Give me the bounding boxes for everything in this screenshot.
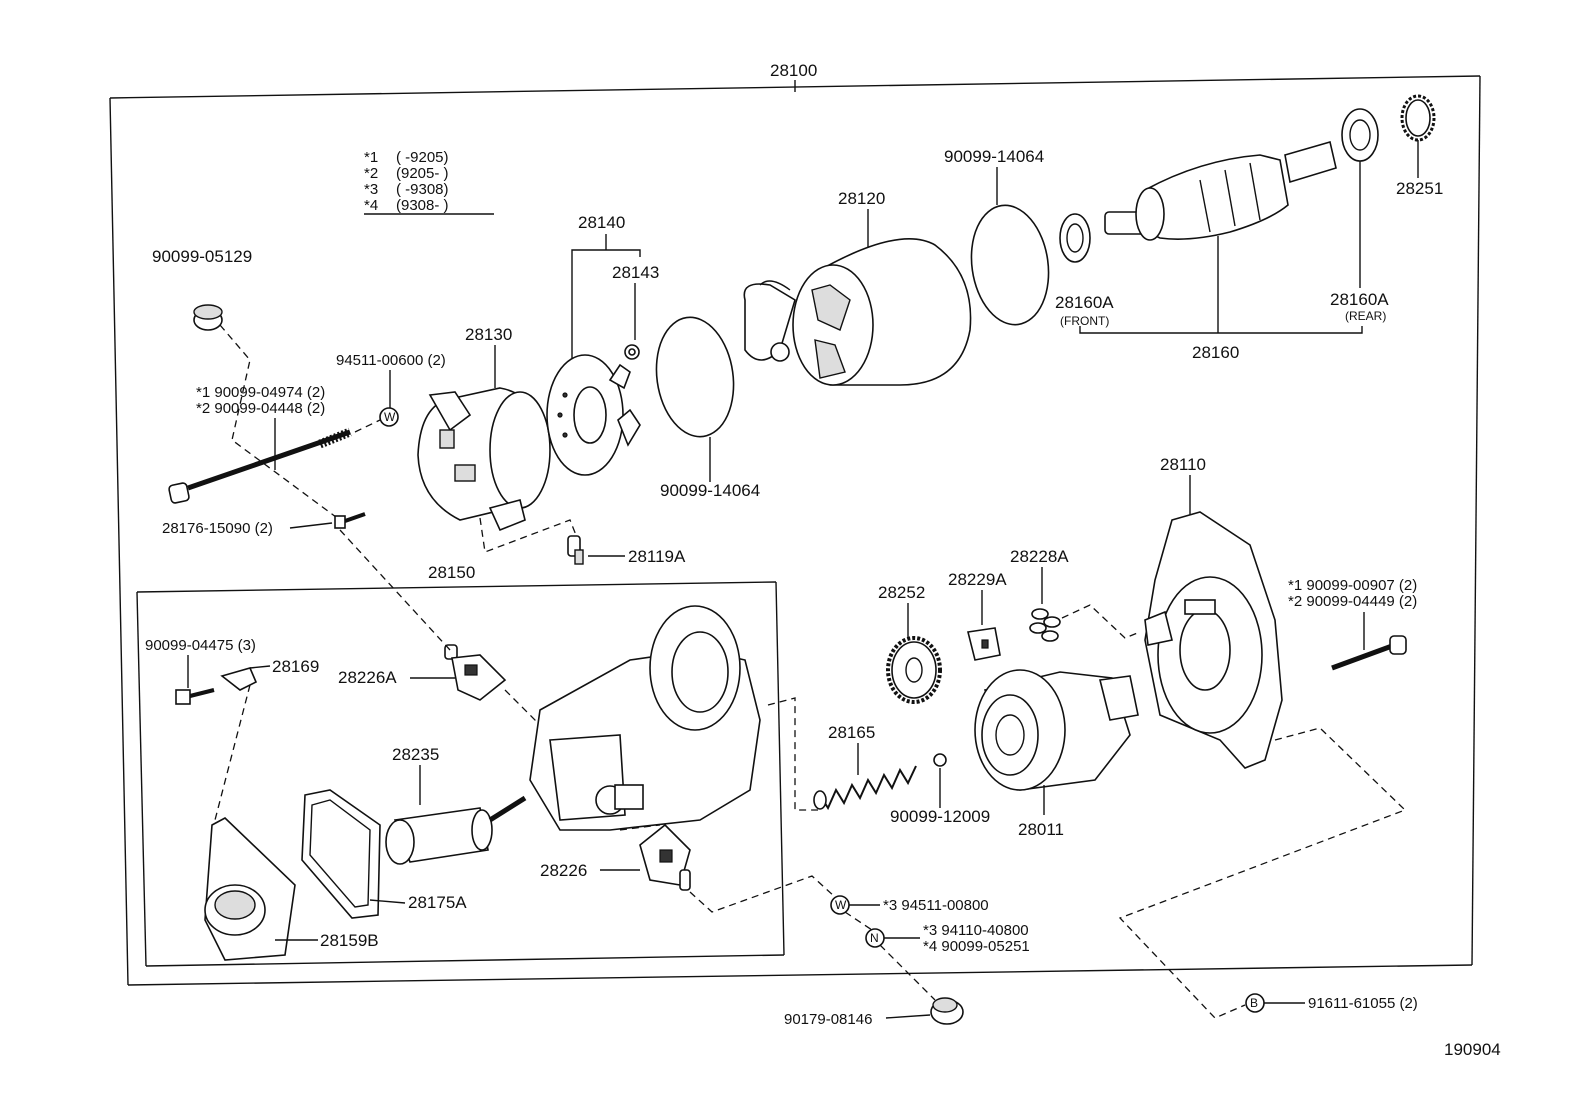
yoke-field-coil-part	[743, 238, 972, 386]
label-28160A-front: 28160A	[1055, 293, 1114, 312]
brush-spring-part	[624, 344, 640, 360]
rubber-cap-part	[193, 304, 223, 331]
magnetic-switch-housing-part	[529, 605, 761, 831]
o-ring-front-part	[655, 316, 735, 438]
brush-spring-pin-part	[567, 535, 584, 565]
screw-28176-part	[334, 512, 366, 529]
idler-gear-28252-part	[886, 636, 942, 704]
label-28150: 28150	[428, 563, 475, 582]
washer-w-lower: W	[830, 895, 850, 915]
label-rear-note: (REAR)	[1345, 309, 1386, 323]
label-28176-15090: 28176-15090 (2)	[162, 520, 273, 537]
label-28169: 28169	[272, 657, 319, 676]
label-28011: 28011	[1018, 820, 1064, 839]
label-90099-14064-lower: 90099-14064	[660, 481, 760, 500]
gear-28251-part	[1400, 94, 1436, 142]
legend-text-1: ( -9205)	[396, 149, 449, 166]
label-28228A: 28228A	[1010, 547, 1069, 566]
bolt-90099-00907-part	[1331, 635, 1407, 671]
label-28143: 28143	[612, 263, 659, 282]
svg-text:B: B	[1250, 996, 1258, 1010]
label-28251: 28251	[1396, 179, 1443, 198]
label-90099-05251: *4 90099-05251	[923, 938, 1030, 955]
label-28175A: 28175A	[408, 893, 467, 912]
legend-text-2: (9205- )	[396, 165, 449, 182]
label-28160: 28160	[1192, 343, 1239, 362]
legend-mark-4: *4	[364, 197, 378, 214]
label-90099-14064-upper: 90099-14064	[944, 147, 1044, 166]
label-91611-61055: 91611-61055 (2)	[1308, 995, 1418, 1012]
svg-text:W: W	[384, 410, 396, 424]
label-90099-04475: 90099-04475 (3)	[145, 637, 256, 654]
label-90099-04974: *1 90099-04974 (2)	[196, 384, 325, 401]
label-28235: 28235	[392, 745, 439, 764]
label-90179-08146: 90179-08146	[784, 1011, 872, 1028]
label-28226A: 28226A	[338, 668, 397, 687]
armature-part	[1104, 140, 1337, 241]
contact-plate-28226A-part	[444, 644, 507, 701]
steel-ball-part	[933, 753, 947, 767]
label-28120: 28120	[838, 189, 885, 208]
spring-28165-part	[813, 765, 917, 811]
legend-mark-2: *2	[364, 165, 378, 182]
starter-clutch-28011-part	[974, 669, 1139, 791]
gasket-28175A-part	[301, 789, 381, 919]
o-ring-rear-part	[970, 204, 1050, 326]
contact-plate-28226-part	[639, 823, 691, 891]
commutator-end-frame-part	[417, 387, 551, 532]
label-90099-00907: *1 90099-00907 (2)	[1288, 577, 1417, 594]
legend: *1 ( -9205) *2 (9205- ) *3 ( -9308) *4 (…	[364, 149, 494, 215]
label-90099-04449: *2 90099-04449 (2)	[1288, 593, 1417, 610]
through-bolt-part	[168, 427, 352, 504]
legend-text-3: ( -9308)	[396, 181, 449, 198]
assembly-frame	[109, 75, 1481, 986]
bearing-front-part	[1059, 213, 1091, 263]
label-90099-05129: 90099-05129	[152, 247, 252, 266]
label-28119A: 28119A	[628, 547, 686, 566]
legend-mark-1: *1	[364, 149, 378, 166]
label-90099-04448: *2 90099-04448 (2)	[196, 400, 325, 417]
label-28226: 28226	[540, 861, 587, 880]
washer-w-upper: W	[379, 407, 399, 427]
label-28252: 28252	[878, 583, 925, 602]
bolt-b: B	[1245, 993, 1265, 1013]
label-28130: 28130	[465, 325, 512, 344]
terminal-plate-28169-part	[220, 667, 258, 691]
label-28165: 28165	[828, 723, 875, 742]
label-90099-12009: 90099-12009	[890, 807, 990, 826]
label-front-note: (FRONT)	[1060, 314, 1109, 328]
sheet-number: 190904	[1444, 1040, 1501, 1059]
label-28229A: 28229A	[948, 570, 1007, 589]
label-28159B: 28159B	[320, 931, 379, 950]
magnetic-switch-subassembly-box	[136, 581, 785, 967]
cover-28159B-part	[204, 817, 296, 961]
label-28140: 28140	[578, 213, 625, 232]
screw-90099-04475-part	[175, 688, 215, 705]
label-94511-00800: *3 94511-00800	[883, 897, 989, 914]
bearing-rear-part	[1341, 108, 1379, 162]
assembly-number: 28100	[770, 61, 817, 80]
label-94110-40800: *3 94110-40800	[923, 922, 1029, 939]
legend-mark-3: *3	[364, 181, 378, 198]
nut-90179-08146-part	[930, 997, 964, 1025]
label-94511-00600: 94511-00600 (2)	[336, 352, 446, 369]
rollers-28228A-part	[1029, 608, 1061, 642]
nut-n: N	[865, 928, 885, 948]
retainer-28229A-part	[967, 627, 1001, 661]
legend-text-4: (9308- )	[396, 197, 449, 214]
label-28160A-rear: 28160A	[1330, 290, 1389, 309]
plunger-28235-part	[385, 795, 527, 865]
label-28110: 28110	[1160, 455, 1206, 474]
starter-housing-28110-part	[1144, 511, 1283, 769]
svg-text:N: N	[870, 931, 879, 945]
brush-holder-plate-part	[546, 354, 641, 476]
svg-text:W: W	[835, 898, 847, 912]
